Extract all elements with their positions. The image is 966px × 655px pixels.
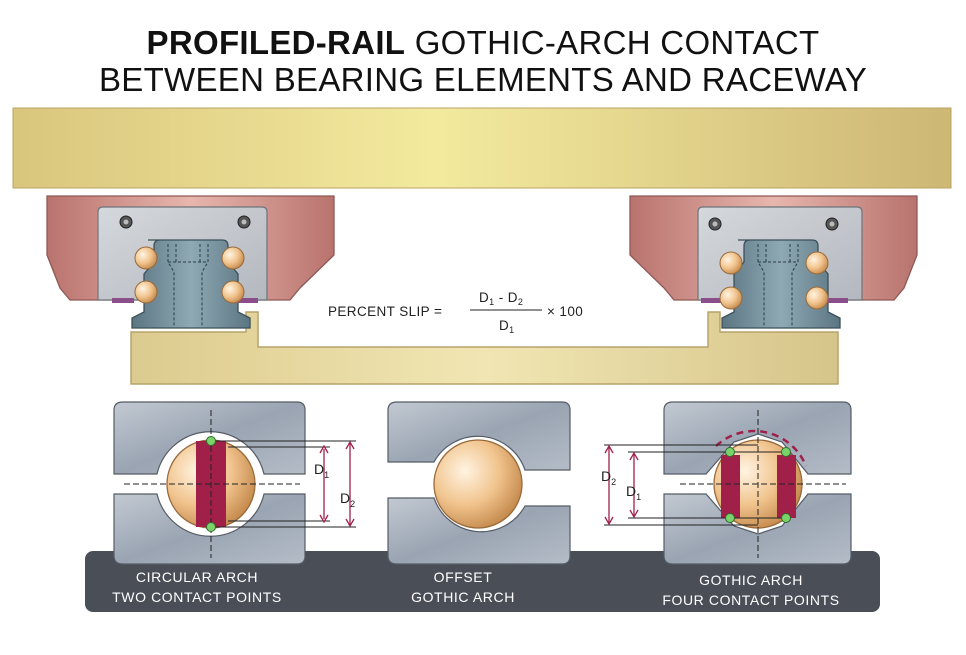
bearing-ball [805,251,829,275]
bearing-ball [719,251,743,275]
percent-slip-formula: PERCENT SLIP = D1 - D2 D1 × 100 [328,290,583,335]
contact-point-icon [781,447,791,457]
contact-point-icon [206,522,216,532]
panel-1-label-line1: CIRCULAR ARCH [136,569,258,585]
contact-point-icon [725,513,735,523]
base-plate [130,311,839,385]
title-bold-part: PROFILED-RAIL [146,24,406,61]
svg-text:D1 - D2: D1 - D2 [479,290,523,307]
panel-2-label-line2: GOTHIC ARCH [411,589,515,605]
right-bearing-block [629,195,918,329]
panel-1-label-line2: TWO CONTACT POINTS [112,589,282,605]
svg-text:D1: D1 [314,461,329,480]
bearing-ball [719,286,743,310]
contact-point-icon [725,447,735,457]
svg-text:D1: D1 [499,318,515,335]
panel-3-label-line1: GOTHIC ARCH [699,572,803,588]
diagram-title: PROFILED-RAIL GOTHIC-ARCH CONTACT BETWEE… [0,24,966,98]
formula-den: D [499,318,509,333]
formula-suffix: × 100 [547,304,583,319]
panel-circular-arch: D1 D2 CIRCULAR ARCH TWO CONTACT POINTS [112,401,356,605]
contact-point-icon [206,436,216,446]
bearing-ball [134,280,158,304]
panel-gothic-arch: D2 D1 GOTHIC ARCH FOUR CONTACT POINTS [601,401,852,608]
formula-num-a: D [479,290,489,305]
left-bearing-block [46,195,335,329]
panel-2-label-line1: OFFSET [434,569,493,585]
title-line1-rest: GOTHIC-ARCH CONTACT [405,24,820,61]
bearing-ball [221,246,245,270]
svg-text:D2: D2 [601,468,616,487]
formula-prefix: PERCENT SLIP = [328,304,442,319]
bearing-ball [805,286,829,310]
top-table [12,107,952,189]
contact-point-icon [781,513,791,523]
svg-text:D2: D2 [340,490,355,509]
label-bar [85,551,880,612]
bearing-ball [221,280,245,304]
title-line2: BETWEEN BEARING ELEMENTS AND RACEWAY [98,61,868,98]
svg-text:D1: D1 [626,483,641,502]
panel-offset-gothic-arch: OFFSET GOTHIC ARCH [387,401,571,605]
panel-3-label-line2: FOUR CONTACT POINTS [662,592,839,608]
bearing-ball [134,246,158,270]
